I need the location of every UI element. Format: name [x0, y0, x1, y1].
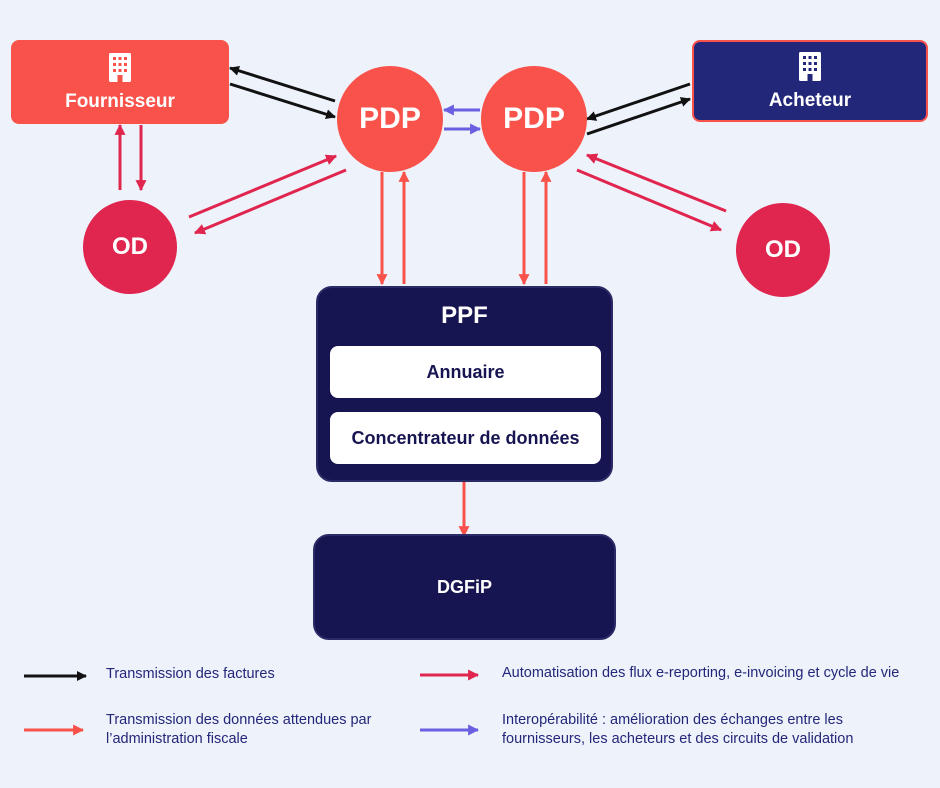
- ppf-item-concentrateur: Concentrateur de données: [330, 412, 601, 464]
- acheteur-box: Acheteur: [692, 40, 928, 122]
- ppf-box: PPF Annuaire Concentrateur de données: [316, 286, 613, 482]
- fournisseur-box: Fournisseur: [11, 40, 229, 124]
- ppf-item-annuaire: Annuaire: [330, 346, 601, 398]
- arrow-pdp-to-od-left: [193, 168, 347, 235]
- legend-tax-data-label: Transmission des données attendues par l…: [106, 712, 372, 747]
- arrow-fournisseur-to-pdp: [229, 82, 336, 120]
- building-icon: [799, 52, 821, 81]
- legend-interop-label: Interopérabilité : amélioration des écha…: [502, 712, 854, 747]
- pdp-right-node: PDP: [481, 66, 587, 172]
- arrow-pdp-to-fournisseur: [229, 65, 336, 103]
- od-left-node: OD: [83, 200, 177, 294]
- ppf-title: PPF: [441, 302, 488, 329]
- arrow-od-right-to-pdp: [585, 153, 727, 213]
- fournisseur-label: Fournisseur: [65, 91, 175, 112]
- acheteur-label: Acheteur: [768, 90, 852, 111]
- legend-automation-label: Automatisation des flux e-reporting, e-i…: [502, 665, 900, 681]
- arrow-acheteur-to-pdp: [586, 82, 691, 121]
- arrow-pdp-to-od-right: [576, 168, 723, 232]
- pdp-left-node: PDP: [337, 66, 443, 172]
- building-icon: [109, 53, 131, 82]
- legend-invoices-label: Transmission des factures: [106, 666, 275, 682]
- dgfip-box: DGFiP: [313, 534, 616, 640]
- arrow-pdp-to-acheteur: [586, 97, 691, 136]
- arrow-od-left-to-pdp: [188, 154, 338, 219]
- od-right-node: OD: [736, 203, 830, 297]
